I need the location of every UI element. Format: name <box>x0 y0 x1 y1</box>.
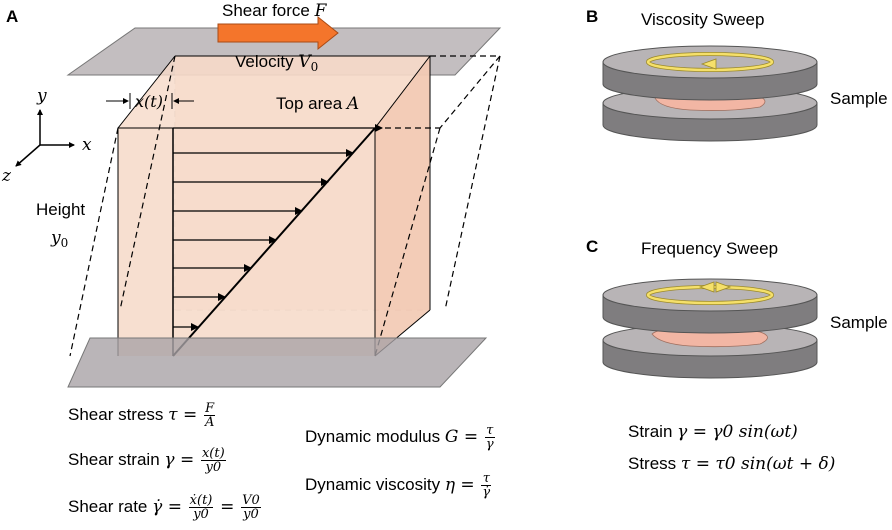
eq-label: Dynamic viscosity <box>305 474 441 494</box>
panel-label-a: A <box>6 7 18 26</box>
coordinate-axes <box>15 109 75 167</box>
block-top-face <box>118 56 430 128</box>
eq-den: A <box>204 415 215 430</box>
block-right-face <box>375 56 430 356</box>
viscosity-sweep-title: Viscosity Sweep <box>641 10 764 29</box>
eq-den: y0 <box>243 507 259 522</box>
svg-text:y0: y0 <box>50 228 68 250</box>
eq-label: Stress <box>628 454 677 473</box>
frequency-rheometer <box>602 278 818 379</box>
eq-lhs: γ = <box>164 449 195 470</box>
axis-y-label: y <box>36 86 47 106</box>
xt-dimension <box>106 93 194 109</box>
eq-num: V0 <box>241 493 261 508</box>
eq-lhs: η = <box>444 474 475 495</box>
axis-z-label: z <box>1 166 12 186</box>
eq-lhs: G = <box>444 426 479 447</box>
sample-label-b: Sample <box>830 89 888 108</box>
shear-force-arrow <box>217 15 339 51</box>
eq-lhs: τ = <box>168 404 198 425</box>
frequency-sweep-title: Frequency Sweep <box>641 239 778 258</box>
eq-num: x(t) <box>200 446 226 461</box>
oscillation-arrowhead-left <box>698 281 715 293</box>
rotation-arrowhead <box>700 58 717 70</box>
sample-label-c: Sample <box>830 313 888 332</box>
eq-label: Shear stress <box>68 404 164 424</box>
shear-force-label: Shear force <box>222 1 310 20</box>
axis-x-label: x <box>82 135 92 155</box>
block-front-face <box>118 128 375 356</box>
bottom-plate <box>67 337 488 388</box>
velocity-label: Velocity <box>235 52 294 71</box>
shear-force-var: F <box>314 1 328 21</box>
eq-num: F <box>203 401 216 416</box>
eq-lhs: γ̇ = <box>152 496 182 517</box>
eq-num: τ <box>481 471 492 486</box>
velocity-sub: 0 <box>311 60 319 74</box>
eq-den: y0 <box>205 460 222 475</box>
top-area-label: Top area <box>276 94 343 113</box>
height-sub: 0 <box>61 236 69 250</box>
velocity-arrows <box>173 124 383 331</box>
top-area-var: A <box>345 94 359 114</box>
eq-den: y0 <box>193 507 209 522</box>
eq-label: Dynamic modulus <box>305 426 441 446</box>
svg-text:Velocity V0: Velocity V0 <box>235 52 318 74</box>
eq-strain: Strain γ = γ0 sin(ωt) <box>628 423 798 441</box>
velocity-var: V <box>298 52 312 72</box>
eq-body: τ = τ0 sin(ωt + δ) <box>680 454 836 474</box>
eq-body: γ = γ0 sin(ωt) <box>677 422 798 442</box>
xt-label: x(t) <box>135 92 163 111</box>
eq-label: Shear rate <box>68 496 148 516</box>
sheared-outline <box>69 55 501 357</box>
height-var: y <box>50 228 61 248</box>
oscillation-arrowhead-right <box>715 281 732 293</box>
eq-num: ẋ(t) <box>188 493 214 508</box>
height-label: Height <box>36 200 85 219</box>
eq-equals: = <box>220 496 235 517</box>
panel-label-b: B <box>586 7 598 26</box>
svg-text:Top area A: Top area A <box>276 94 359 114</box>
eq-shear-strain: Shear strain γ = x(t)y0 <box>68 447 228 474</box>
eq-stress: Stress τ = τ0 sin(ωt + δ) <box>628 455 835 473</box>
svg-text:Shear force F: Shear force F <box>222 1 328 21</box>
top-disc-top <box>602 278 818 312</box>
eq-den: γ <box>485 437 494 452</box>
eq-num: τ <box>484 423 495 438</box>
eq-label: Strain <box>628 422 673 441</box>
panel-label-c: C <box>586 237 598 256</box>
eq-label: Shear strain <box>68 449 160 469</box>
viscosity-rheometer <box>602 45 818 142</box>
eq-den: γ̇ <box>482 485 491 500</box>
